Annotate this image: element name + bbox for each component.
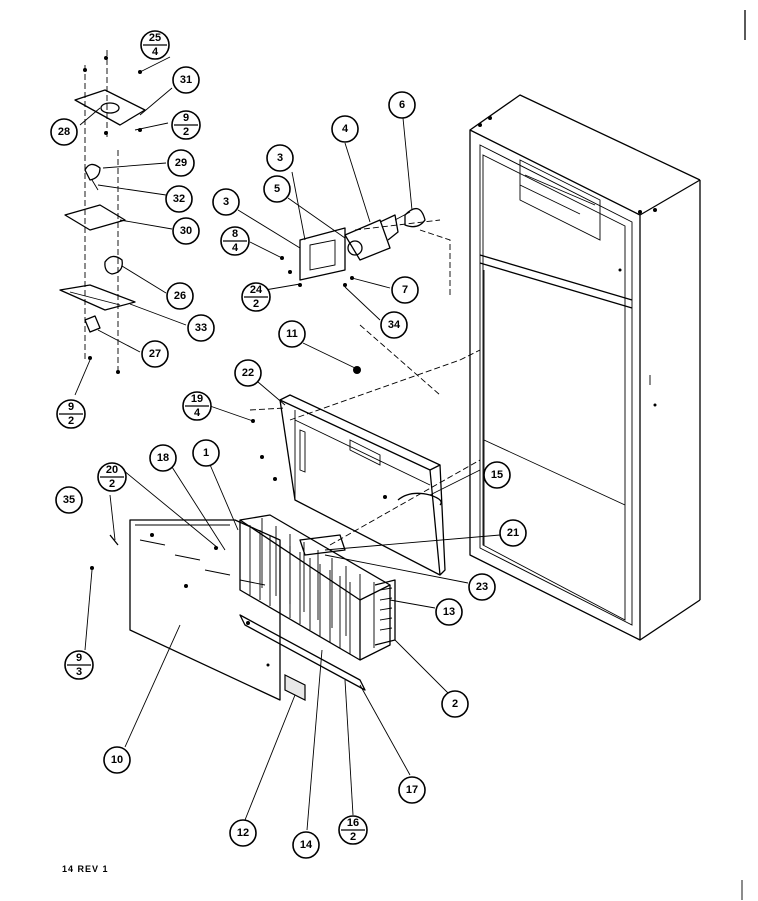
callout-10: 10 xyxy=(103,746,131,774)
callout-6: 6 xyxy=(388,91,416,119)
svg-text:32: 32 xyxy=(173,193,185,205)
fraction-callout-9-2-top: 9 2 xyxy=(171,110,201,140)
svg-text:9: 9 xyxy=(183,112,189,124)
svg-text:2: 2 xyxy=(350,831,356,843)
callout-3b: 3 xyxy=(212,188,240,216)
callout-2: 2 xyxy=(441,690,469,718)
callout-35: 35 xyxy=(55,486,83,514)
svg-text:31: 31 xyxy=(180,74,192,86)
fraction-callout-19-4: 19 4 xyxy=(182,391,212,421)
callout-13: 13 xyxy=(435,598,463,626)
svg-text:17: 17 xyxy=(406,784,418,796)
svg-text:2: 2 xyxy=(253,298,259,310)
callout-18: 18 xyxy=(149,444,177,472)
svg-text:13: 13 xyxy=(443,606,455,618)
callout-5: 5 xyxy=(263,175,291,203)
callout-26: 26 xyxy=(166,282,194,310)
fraction-callout-16-2: 16 2 xyxy=(338,815,368,845)
svg-text:4: 4 xyxy=(152,46,159,58)
callout-4: 4 xyxy=(331,115,359,143)
svg-text:3: 3 xyxy=(76,666,82,678)
callout-1: 1 xyxy=(192,439,220,467)
assembly-dashed-lines xyxy=(84,50,481,546)
svg-text:12: 12 xyxy=(237,827,249,839)
fraction-callout-25-4: 25 4 xyxy=(140,30,170,60)
svg-text:23: 23 xyxy=(476,581,488,593)
scan-edge-marks xyxy=(741,10,746,900)
callout-29: 29 xyxy=(167,149,195,177)
callout-3a: 3 xyxy=(266,144,294,172)
callout-15: 15 xyxy=(483,461,511,489)
evaporator-back-cover xyxy=(129,519,306,701)
drawing-revision-label: 14 REV 1 xyxy=(62,864,109,874)
svg-text:25: 25 xyxy=(149,32,161,44)
fraction-callout-24-2: 24 2 xyxy=(241,282,271,312)
svg-text:14: 14 xyxy=(300,839,313,851)
evaporator-coil xyxy=(239,514,396,691)
svg-text:20: 20 xyxy=(106,464,118,476)
svg-text:3: 3 xyxy=(277,152,283,164)
svg-text:4: 4 xyxy=(342,123,349,135)
svg-text:9: 9 xyxy=(68,401,74,413)
svg-text:26: 26 xyxy=(174,290,186,302)
callout-34: 34 xyxy=(380,311,408,339)
svg-text:16: 16 xyxy=(347,817,359,829)
callout-28: 28 xyxy=(50,118,78,146)
callout-27: 27 xyxy=(141,340,169,368)
callout-11: 11 xyxy=(278,320,306,348)
svg-text:4: 4 xyxy=(194,407,201,419)
callout-21: 21 xyxy=(499,519,527,547)
svg-text:11: 11 xyxy=(286,328,298,340)
callout-7: 7 xyxy=(391,276,419,304)
fraction-callout-20-2: 20 2 xyxy=(97,462,127,492)
svg-text:21: 21 xyxy=(507,527,519,539)
svg-text:10: 10 xyxy=(111,754,123,766)
svg-text:27: 27 xyxy=(149,348,161,360)
svg-text:5: 5 xyxy=(274,183,280,195)
callout-23: 23 xyxy=(468,573,496,601)
svg-text:2: 2 xyxy=(109,478,115,490)
svg-text:34: 34 xyxy=(388,319,401,331)
svg-text:29: 29 xyxy=(175,157,187,169)
callout-22: 22 xyxy=(234,359,262,387)
svg-text:9: 9 xyxy=(76,652,82,664)
svg-text:2: 2 xyxy=(183,126,189,138)
svg-text:3: 3 xyxy=(223,196,229,208)
svg-text:35: 35 xyxy=(63,494,75,506)
svg-text:30: 30 xyxy=(180,225,192,237)
svg-text:7: 7 xyxy=(402,284,408,296)
fraction-callout-9-2-bottom: 9 2 xyxy=(56,399,86,429)
svg-text:8: 8 xyxy=(232,228,238,240)
svg-text:24: 24 xyxy=(250,284,263,296)
svg-text:2: 2 xyxy=(68,415,74,427)
svg-text:4: 4 xyxy=(232,242,239,254)
fan-motor-assembly xyxy=(280,208,426,287)
callout-32: 32 xyxy=(165,185,193,213)
callout-33: 33 xyxy=(187,314,215,342)
svg-text:15: 15 xyxy=(491,469,503,481)
callout-30: 30 xyxy=(172,217,200,245)
svg-text:1: 1 xyxy=(203,447,209,459)
svg-text:28: 28 xyxy=(58,126,70,138)
svg-text:6: 6 xyxy=(399,99,405,111)
svg-text:2: 2 xyxy=(452,698,458,710)
svg-text:18: 18 xyxy=(157,452,169,464)
callout-12: 12 xyxy=(229,819,257,847)
callout-17: 17 xyxy=(398,776,426,804)
fraction-callout-9-3: 9 3 xyxy=(64,650,94,680)
callout-31: 31 xyxy=(172,66,200,94)
refrigerator-cabinet xyxy=(469,94,701,641)
svg-text:33: 33 xyxy=(195,322,207,334)
callout-14: 14 xyxy=(292,831,320,859)
svg-text:19: 19 xyxy=(191,393,203,405)
fraction-callout-8-4: 8 4 xyxy=(220,226,250,256)
control-assembly xyxy=(59,56,146,374)
svg-text:22: 22 xyxy=(242,367,254,379)
leader-lines xyxy=(74,56,501,831)
